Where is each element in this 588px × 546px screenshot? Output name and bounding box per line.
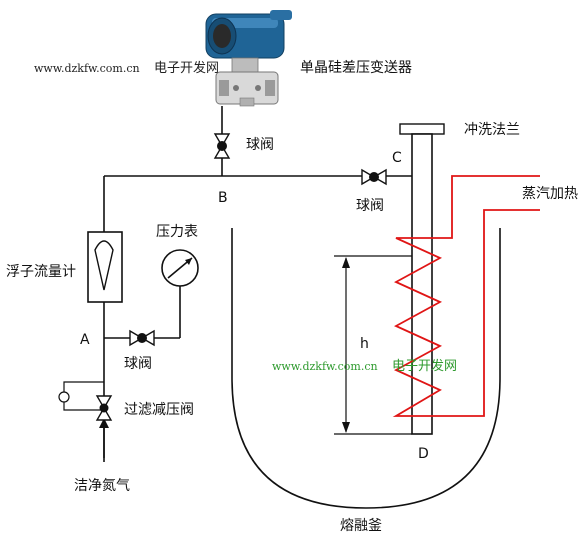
point-a-label: A [80,332,90,348]
pressure-gauge-label: 压力表 [156,224,198,240]
ball-valve-icon [213,133,231,159]
watermark-url-top: www.dzkfw.com.cn [34,62,140,75]
pressure-transmitter-icon [205,10,292,107]
point-d-label: D [418,446,429,462]
melting-kettle-vessel [231,228,501,509]
watermark-url-mid: www.dzkfw.com.cn [272,360,378,373]
rotameter-icon [87,231,123,303]
height-label: h [360,336,369,352]
flowmeter-label: 浮子流量计 [6,264,76,280]
point-b-label: B [218,190,228,206]
steam-heating-coil [392,175,540,417]
reducer-label: 过滤减压阀 [124,402,194,418]
nitrogen-label: 洁净氮气 [74,478,130,494]
reducer-loop [63,381,104,392]
reducer-loop-circle [58,391,70,403]
watermark-cn-mid: 电子开发网 [392,358,457,374]
pressure-reducing-valve-icon [95,395,113,421]
dip-tube [411,133,433,435]
kettle-label: 熔融釜 [340,518,382,534]
valve-right-label: 球阀 [356,198,384,214]
pressure-gauge-icon [161,249,199,287]
watermark-cn-top: 电子开发网 [154,60,219,76]
ball-valve-icon [361,168,387,186]
flow-arrow-icon [99,418,109,428]
ball-valve-icon [129,329,155,347]
flush-flange [399,123,445,135]
steam-heating-label: 蒸汽加热 [522,186,578,202]
transmitter-label: 单晶硅差压变送器 [300,60,412,76]
point-c-label: C [392,150,402,166]
flush-flange-label: 冲洗法兰 [464,122,520,138]
valve-left-label: 球阀 [124,356,152,372]
reducer-loop-bottom [63,402,104,411]
valve-top-label: 球阀 [246,137,274,153]
height-dimension [334,255,412,435]
